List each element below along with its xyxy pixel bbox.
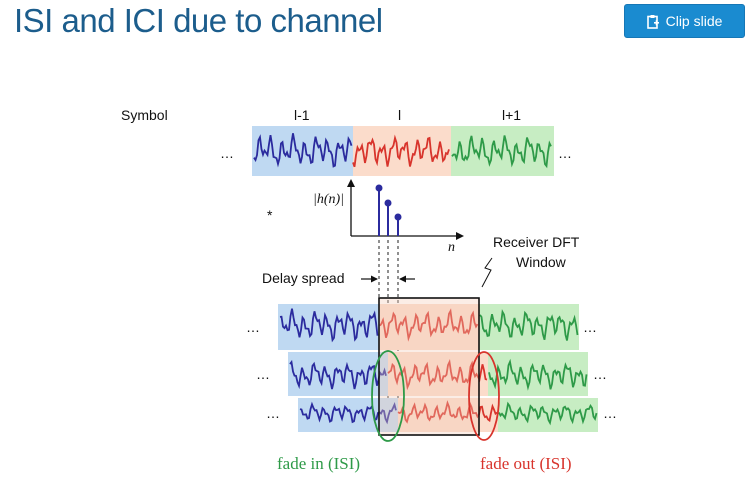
ellipsis-right: … [558,145,572,161]
delay-arrowhead-right [399,275,406,283]
clip-slide-label: Clip slide [665,13,723,29]
row2-ellipsis-right: … [593,366,607,382]
receiver-window-label-2: Window [516,254,567,270]
row2-waveform-next [488,358,588,391]
tap-2-head [384,199,392,207]
convolution-symbol: * [267,207,273,223]
channel-response-label: |h(n)| [313,192,344,207]
row3-ellipsis-left: … [266,405,280,421]
row3-waveform-prev [299,401,397,425]
delay-arrowhead-left [371,275,378,283]
row3-waveform-current [397,400,498,424]
row1-next-region [479,304,579,350]
fade-in-ellipse [371,350,405,442]
symbol-next-label: l+1 [502,107,521,123]
row2-waveform-prev [289,359,387,390]
h-axis-arrow-up [347,179,355,187]
ellipsis-left: … [220,145,234,161]
h-axis-arrow-right [456,232,464,240]
fade-in-label: fade in (ISI) [277,454,360,473]
symbol-current-region [353,126,451,176]
row1-ellipsis-right: … [583,319,597,335]
row2-ellipsis-left: … [256,366,270,382]
clipboard-icon [646,14,660,29]
symbol-prev-label: l-1 [294,107,310,123]
receiver-dft-window [378,297,480,436]
row3-waveform-next [498,401,598,426]
clip-slide-button[interactable]: Clip slide [624,4,745,38]
slide-title: ISI and ICI due to channel [14,2,383,39]
lightning-pointer-icon [481,257,493,288]
n-axis-label: n [448,240,455,255]
row1-ellipsis-left: … [246,319,260,335]
fade-out-ellipse [468,351,500,441]
tap-1-head [375,184,383,192]
fade-out-label: fade out (ISI) [480,454,572,473]
waveform-next-symbol [451,135,552,169]
tap-3-head [394,213,402,221]
row1-waveform-current [379,308,479,342]
waveform-prev-symbol [253,133,353,168]
waveform-current-symbol [352,134,450,168]
symbol-current-label: l [398,107,401,123]
row1-waveform-next [479,309,579,341]
row2-waveform-current [387,358,488,391]
symbol-label: Symbol [121,107,168,123]
row1-waveform-prev [279,308,379,343]
delay-spread-label: Delay spread [262,270,345,286]
row1-prev-region [278,304,379,350]
receiver-window-label-1: Receiver DFT [493,234,580,250]
row3-prev-region [298,398,398,432]
row3-ellipsis-right: … [603,405,617,421]
